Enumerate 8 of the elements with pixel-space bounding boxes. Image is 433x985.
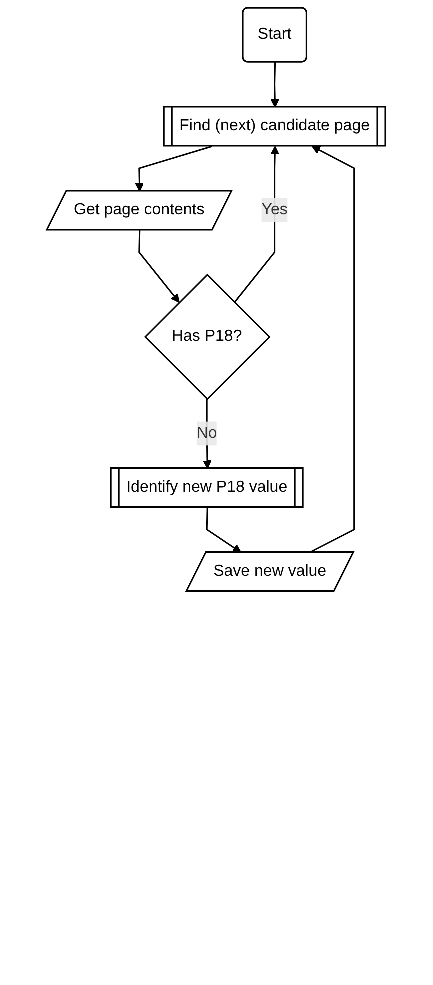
arrow (206, 508, 242, 554)
edge-label: No (197, 424, 218, 442)
arrow (138, 230, 180, 303)
node-diamond: Has P18? (144, 274, 272, 400)
arrow (136, 146, 213, 192)
arrow (310, 146, 356, 554)
arrow (271, 62, 280, 108)
edge-label: Yes (262, 201, 288, 218)
